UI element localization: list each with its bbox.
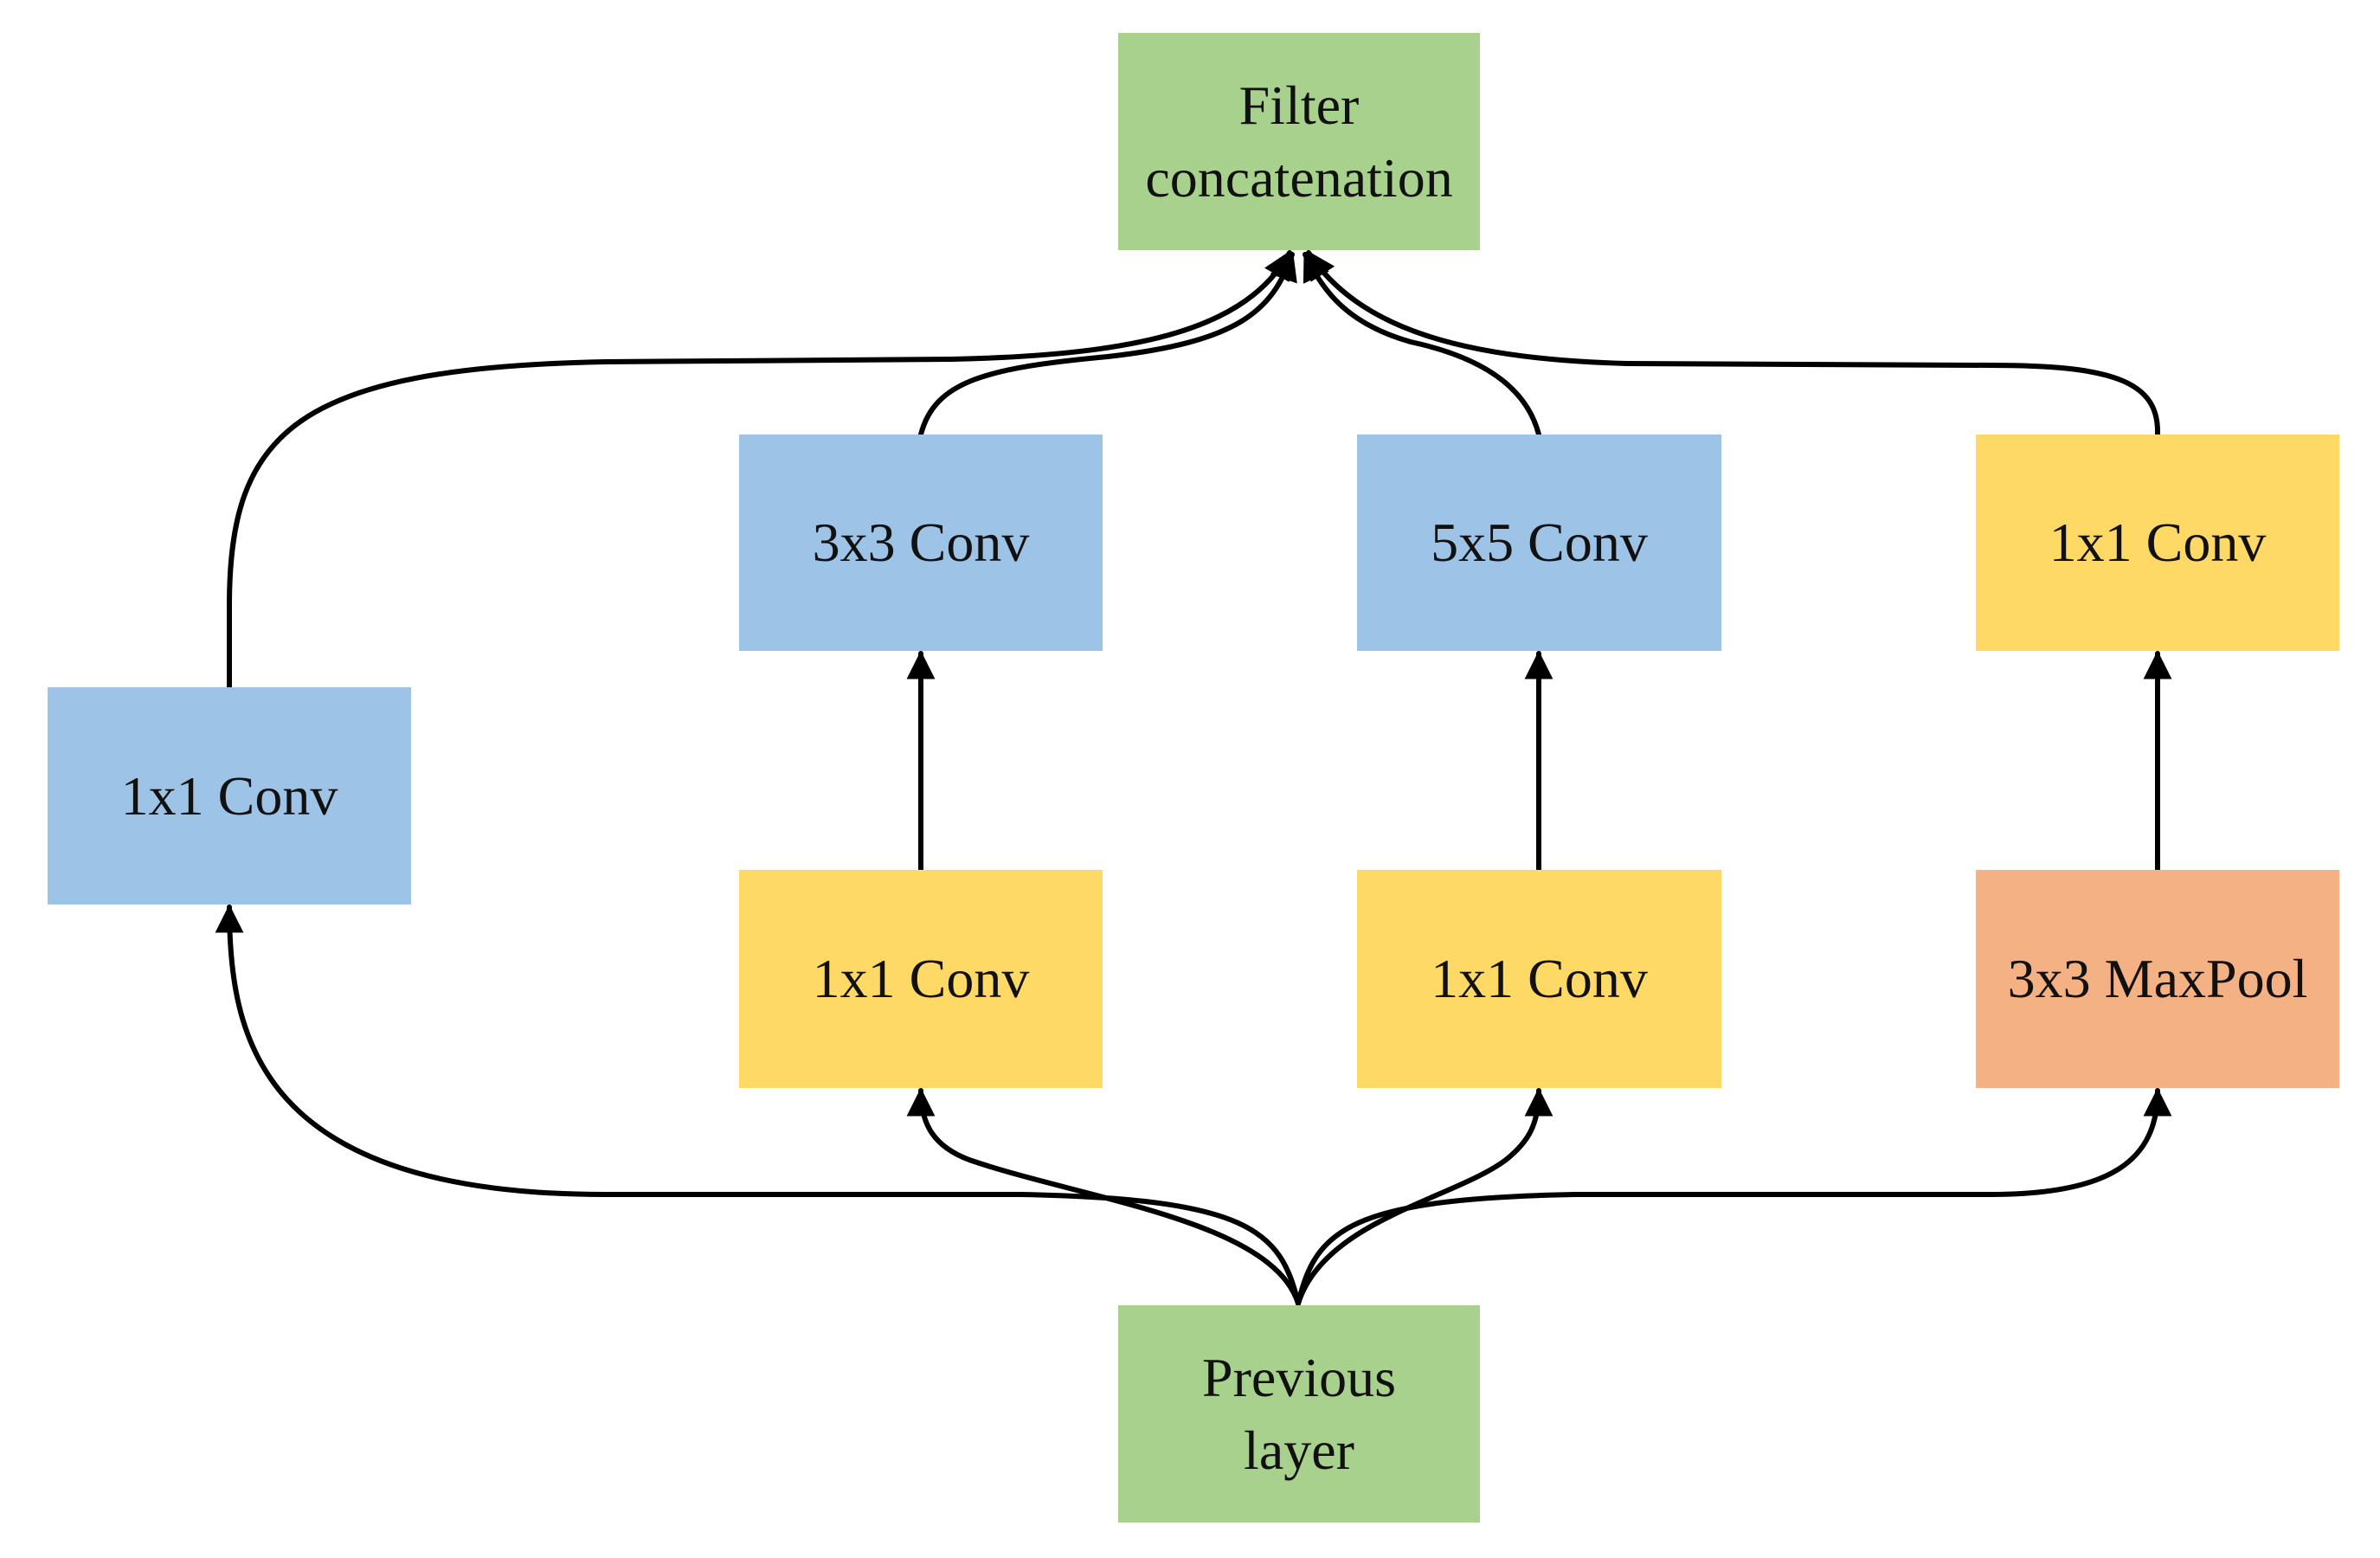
branch2-conv3x3-box: 3x3 Conv — [739, 435, 1103, 651]
branch3-reduce-conv1x1-box: 1x1 Conv — [1357, 870, 1721, 1088]
edge-prev-to-b1-conv1 — [215, 904, 1301, 1306]
edge-b1-conv1-to-concat — [227, 250, 1292, 690]
filter-concatenation-label: Filter concatenation — [1145, 74, 1453, 209]
filter-concatenation-box: Filter concatenation — [1118, 33, 1480, 250]
previous-layer-box: Previous layer — [1118, 1305, 1480, 1523]
edge-b3-conv5-to-concat — [1303, 252, 1541, 437]
edge-b2-conv3-to-concat — [918, 251, 1297, 437]
edge-prev-to-b4-maxpool — [1296, 1087, 2172, 1306]
branch4-conv1x1-label: 1x1 Conv — [2049, 512, 2267, 573]
branch3-conv5x5-label: 5x5 Conv — [1431, 512, 1648, 573]
edge-b4-conv1-to-concat — [1306, 250, 2161, 437]
branch2-reduce-conv1x1-label: 1x1 Conv — [812, 948, 1030, 1009]
branch4-maxpool3x3-box: 3x3 MaxPool — [1976, 870, 2339, 1088]
edge-prev-to-b2-reduce — [906, 1087, 1301, 1306]
previous-layer-label: Previous layer — [1202, 1346, 1396, 1481]
edge-prev-to-b3-reduce — [1296, 1087, 1553, 1306]
branch4-maxpool3x3-label: 3x3 MaxPool — [2007, 948, 2308, 1009]
branch3-reduce-conv1x1-label: 1x1 Conv — [1431, 948, 1648, 1009]
branch3-conv5x5-box: 5x5 Conv — [1357, 435, 1721, 651]
branch1-conv1x1-box: 1x1 Conv — [48, 687, 411, 905]
branch4-conv1x1-box: 1x1 Conv — [1976, 435, 2339, 651]
branch2-conv3x3-label: 3x3 Conv — [812, 512, 1030, 573]
branch2-reduce-conv1x1-box: 1x1 Conv — [739, 870, 1103, 1088]
branch1-conv1x1-label: 1x1 Conv — [120, 764, 338, 827]
